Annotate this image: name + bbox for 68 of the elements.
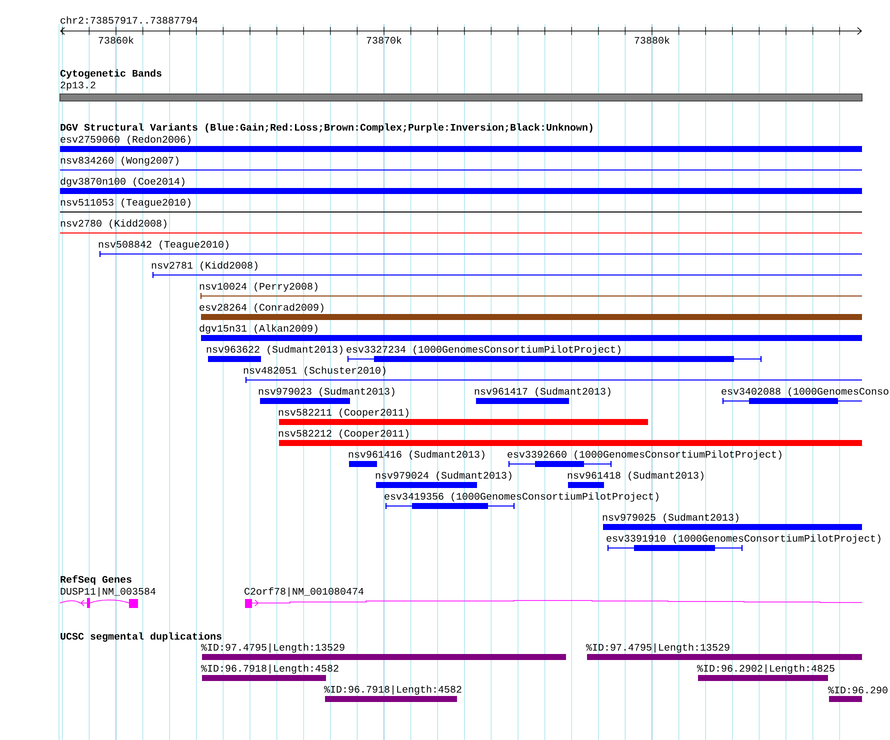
duplication-feature: %ID:96.7918|Length:4582 xyxy=(324,685,462,702)
duplication-feature: %ID:97.4795|Length:13529 xyxy=(586,643,862,660)
variant-feature: nsv2781 (Kidd2008) xyxy=(152,261,862,278)
node-label: nsv961418 (Sudmant2013) xyxy=(568,471,704,481)
variant-feature: nsv511053 (Teague2010) xyxy=(60,198,862,212)
variant-feature: dgv3870n100 (Coe2014) xyxy=(60,177,862,194)
node-label: C2orf78|NM_001080474 xyxy=(244,587,364,597)
node-label: %ID:96.7918|Length:4582 xyxy=(201,664,338,674)
track-heading: Cytogenetic Bands xyxy=(60,69,162,79)
node-label: dgv15n31 (Alkan2009) xyxy=(200,324,318,334)
variant-feature: nsv979025 (Sudmant2013) xyxy=(602,513,862,530)
node-label: esv3419356 (1000GenomesConsortiumPilotProject) xyxy=(384,492,658,502)
node-label: 2p13.2 xyxy=(60,82,96,90)
duplication-feature: %ID:96.290 xyxy=(828,686,888,702)
track-heading: UCSC segmental duplications xyxy=(60,632,222,642)
node-label: esv3391910 (1000GenomesConsortiumPilotProject) xyxy=(606,534,880,544)
tick-label: 73870k xyxy=(366,36,402,44)
variant-feature: nsv10024 (Perry2008) xyxy=(200,282,862,299)
tick-label: 73860k xyxy=(98,36,134,44)
node-label: nsv582212 (Cooper2011) xyxy=(278,429,408,439)
node-label: esv3402088 (1000GenomesConso xyxy=(722,387,888,397)
node-label: %ID:96.2902|Length:4825 xyxy=(697,664,834,674)
variant-feature: nsv963622 (Sudmant2013) xyxy=(206,345,342,362)
variant-feature: esv3402088 (1000GenomesConso xyxy=(722,387,888,404)
node-label: nsv979024 (Sudmant2013) xyxy=(376,471,512,481)
variant-feature: esv3419356 (1000GenomesConsortiumPilotProject) xyxy=(384,492,658,509)
variant-feature: nsv961416 (Sudmant2013) xyxy=(348,450,484,467)
node-label: nsv961417 (Sudmant2013) xyxy=(474,387,610,397)
duplication-feature: %ID:97.4795|Length:13529 xyxy=(201,643,566,660)
node-label: nsv979023 (Sudmant2013) xyxy=(258,387,394,397)
duplication-feature: %ID:96.2902|Length:4825 xyxy=(697,664,834,681)
variant-feature: nsv834260 (Wong2007) xyxy=(60,156,862,170)
variant-feature: nsv979024 (Sudmant2013) xyxy=(376,471,512,488)
variant-feature: nsv582212 (Cooper2011) xyxy=(278,429,862,446)
node-label: nsv582211 (Cooper2011) xyxy=(278,408,408,418)
node-label: nsv961416 (Sudmant2013) xyxy=(348,450,484,460)
node-label: %ID:96.290 xyxy=(828,686,888,694)
node-label: DUSP11|NM_003584 xyxy=(60,587,156,597)
node-label: esv2759060 (Redon2006) xyxy=(60,135,190,145)
variant-feature: esv3392660 (1000GenomesConsortiumPilotProject) xyxy=(508,450,782,467)
variant-feature: esv3327234 (1000GenomesConsortiumPilotProject) xyxy=(346,345,762,362)
track-heading: DGV Structural Variants (Blue:Gain;Red:Loss;Brown:Complex;Purple:Inversion;Black:Unknown) xyxy=(60,123,592,133)
variant-feature: esv2759060 (Redon2006) xyxy=(60,135,862,152)
node-label: %ID:97.4795|Length:13529 xyxy=(586,643,730,653)
tick-label: 73880k xyxy=(634,36,670,44)
variant-feature: nsv2780 (Kidd2008) xyxy=(60,219,862,234)
variant-feature: esv28264 (Conrad2009) xyxy=(200,303,862,320)
node-label: %ID:96.7918|Length:4582 xyxy=(324,685,462,695)
node-label: %ID:97.4795|Length:13529 xyxy=(201,643,344,653)
node-label: nsv963622 (Sudmant2013) xyxy=(206,345,342,355)
variant-feature: esv3391910 (1000GenomesConsortiumPilotProject) xyxy=(606,534,880,551)
node-label: esv28264 (Conrad2009) xyxy=(200,303,324,313)
gene-model: DUSP11|NM_003584 xyxy=(60,587,156,608)
node-label: esv3392660 (1000GenomesConsortiumPilotProject) xyxy=(508,450,782,460)
gene-model: C2orf78|NM_001080474 xyxy=(244,587,862,608)
variant-feature: nsv961418 (Sudmant2013) xyxy=(568,471,704,488)
node-label: esv3327234 (1000GenomesConsortiumPilotProject) xyxy=(346,345,620,355)
duplication-feature: %ID:96.7918|Length:4582 xyxy=(201,664,338,681)
position-label: chr2:73857917..73887794 xyxy=(60,16,198,24)
variant-feature: dgv15n31 (Alkan2009) xyxy=(200,324,862,341)
node-label: nsv979025 (Sudmant2013) xyxy=(602,513,738,523)
variant-feature: nsv582211 (Cooper2011) xyxy=(278,408,648,425)
variant-feature: nsv482051 (Schuster2010) xyxy=(244,366,862,383)
variant-feature: nsv508842 (Teague2010) xyxy=(98,240,862,257)
variant-feature: nsv961417 (Sudmant2013) xyxy=(474,387,610,404)
chromosome-band: 2p13.2 xyxy=(60,82,862,102)
variant-feature: nsv979023 (Sudmant2013) xyxy=(258,387,394,404)
node-label: dgv3870n100 (Coe2014) xyxy=(60,177,184,187)
